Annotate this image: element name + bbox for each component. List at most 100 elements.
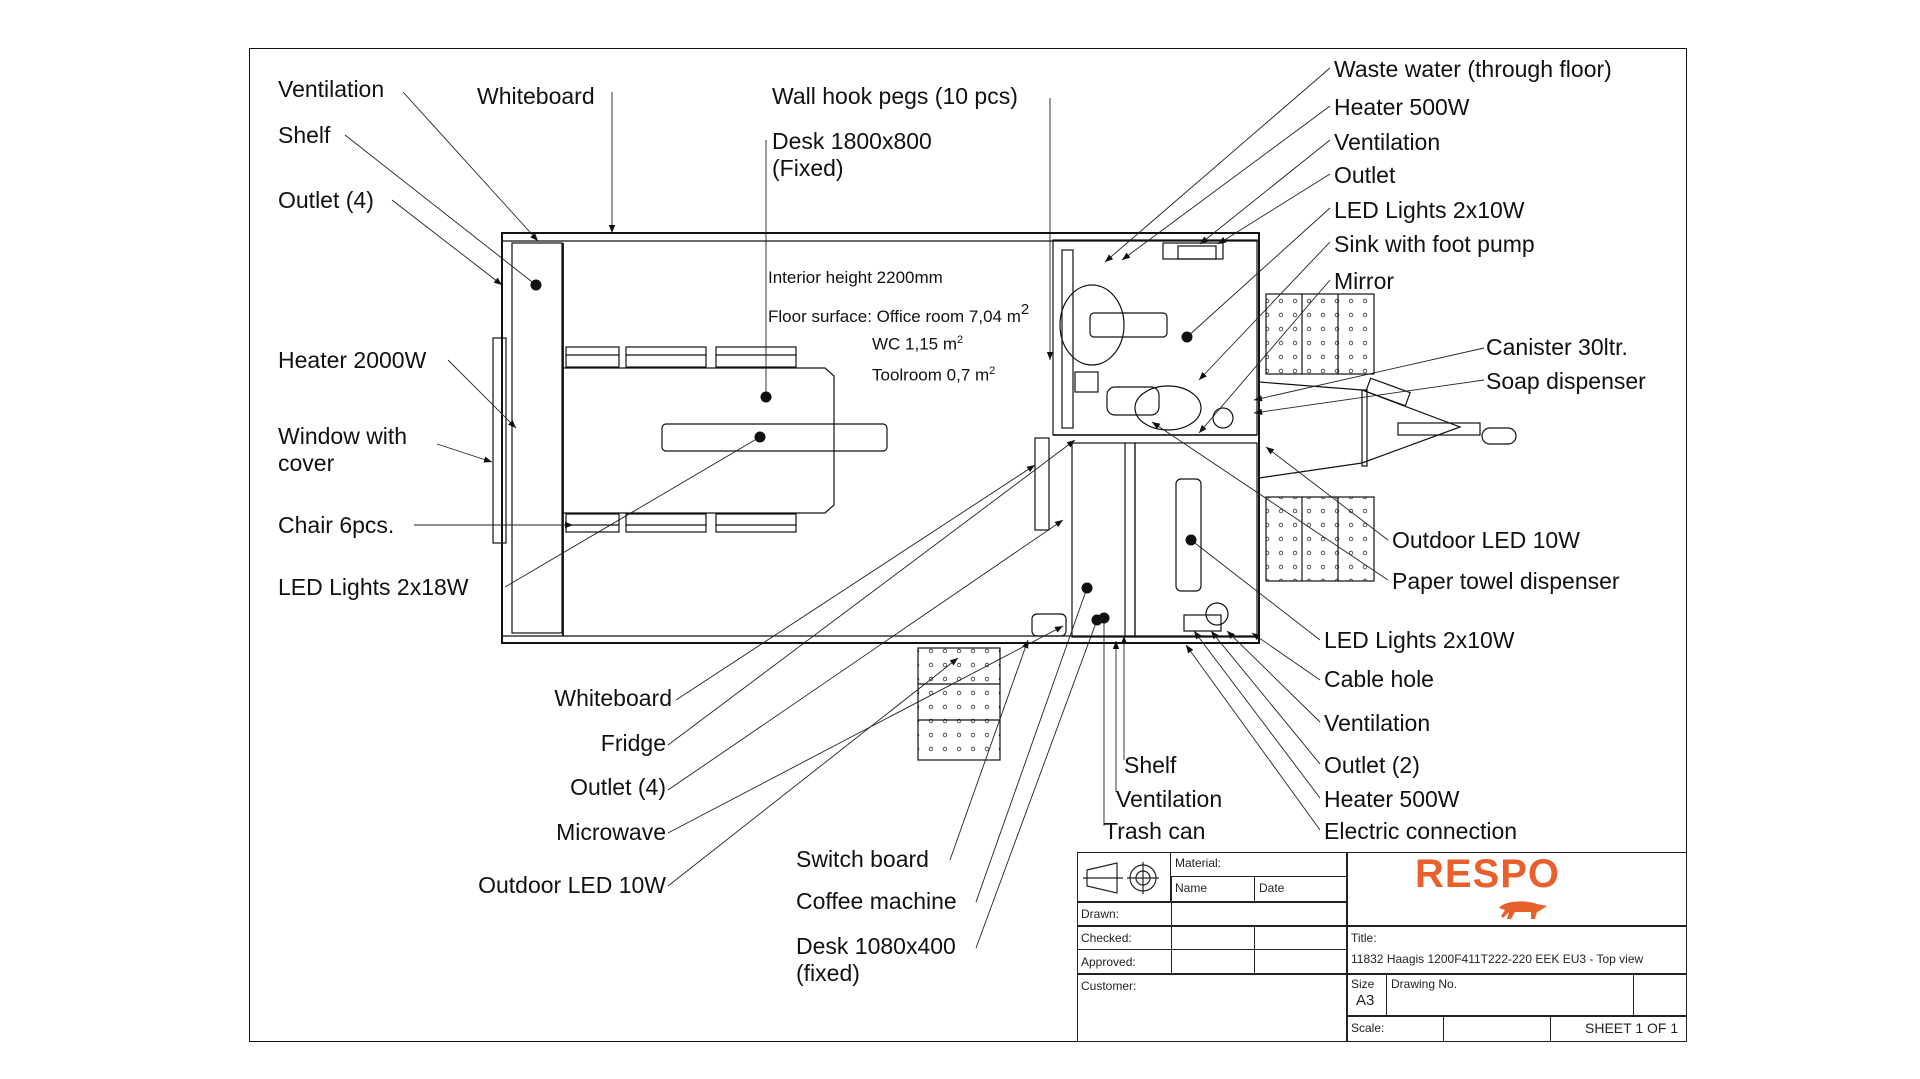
label-shelf-bottom: Shelf — [1124, 752, 1177, 778]
wc-sink — [1134, 385, 1202, 431]
led-light-bar — [661, 423, 888, 452]
material-label: Material: — [1175, 856, 1222, 870]
leader-line — [1185, 644, 1321, 831]
label-outlet-4-bottom: Outlet (4) — [570, 774, 666, 800]
label-sink-foot-pump: Sink with foot pump — [1334, 231, 1535, 257]
approved-label: Approved: — [1081, 955, 1136, 969]
label-wall-hook-pegs: Wall hook pegs (10 pcs) — [772, 83, 1018, 109]
leader-line — [1198, 279, 1331, 434]
leader-line — [975, 619, 1098, 949]
leader-line — [1151, 421, 1389, 581]
leader-line — [1104, 67, 1331, 263]
leader-dot — [754, 431, 766, 443]
note-floor-surface: Floor surface: Office room 7,04 m2 — [768, 300, 1029, 327]
label-outdoor-led-bottom: Outdoor LED 10W — [478, 872, 666, 898]
name-label: Name — [1175, 881, 1208, 895]
label-electric-connection: Electric connection — [1324, 818, 1518, 844]
size-label: Size — [1351, 977, 1375, 991]
leader-line — [667, 625, 1064, 834]
leader-line — [1217, 173, 1331, 245]
leader-dot — [760, 391, 772, 403]
leader-line — [667, 657, 959, 887]
hitch-coupling — [1481, 427, 1517, 445]
title-label: Title: — [1351, 931, 1377, 945]
note-floor-surface-text: Floor surface: Office room 7,04 m — [768, 307, 1021, 326]
label-ventilation-tool: Ventilation — [1324, 710, 1431, 736]
leader-line — [1253, 347, 1485, 402]
leader-dot — [1098, 612, 1110, 624]
drawbar — [1258, 381, 1462, 479]
drawing-no-label: Drawing No. — [1391, 977, 1458, 991]
label-heater-500w-bottom: Heater 500W — [1324, 786, 1460, 812]
label-shelf: Shelf — [278, 122, 331, 148]
leader-line — [436, 443, 493, 463]
label-cable-hole: Cable hole — [1324, 666, 1434, 692]
label-mirror: Mirror — [1334, 268, 1395, 294]
size-value: A3 — [1356, 992, 1375, 1009]
leader-line — [1198, 241, 1331, 381]
label-outlet-wc: Outlet — [1334, 162, 1396, 188]
respo-logo: RESPO — [1415, 852, 1561, 896]
label-trash-can: Trash can — [1104, 818, 1206, 844]
note-interior-height: Interior height 2200mm — [768, 268, 943, 287]
leader-line — [975, 587, 1088, 903]
drawing-frame — [249, 48, 1687, 1042]
label-heater-2000w: Heater 2000W — [278, 347, 427, 373]
date-label: Date — [1259, 881, 1285, 895]
note-wc: WC 1,15 m2 — [872, 330, 963, 355]
leader-line — [1193, 630, 1321, 799]
drawing-title: 11832 Haagis 1200F411T222-220 EEK EU3 - … — [1351, 952, 1644, 966]
label-outdoor-led-right: Outdoor LED 10W — [1392, 527, 1580, 553]
toolroom-light — [1175, 478, 1202, 592]
note-toolroom: Toolroom 0,7 m2 — [872, 361, 995, 386]
label-microwave: Microwave — [556, 819, 666, 845]
label-outlet-2: Outlet (2) — [1324, 752, 1420, 778]
leader-line — [667, 519, 1064, 791]
canister — [1365, 377, 1411, 407]
vent-tool — [1183, 614, 1222, 632]
customer-label: Customer: — [1081, 979, 1137, 993]
leader-line — [675, 464, 1036, 701]
title-block: Material: Name Date Drawn: Checked: Appr… — [1077, 852, 1687, 1042]
label-ventilation-wc: Ventilation — [1334, 129, 1441, 155]
leader-line — [1186, 207, 1331, 338]
leader-dot — [1081, 582, 1093, 594]
label-led-lights-2x10w-wc: LED Lights 2x10W — [1334, 197, 1525, 223]
bull-logo-icon — [1499, 901, 1547, 919]
leader-line — [1226, 630, 1321, 723]
leader-line — [1121, 105, 1331, 261]
label-chair-6pcs: Chair 6pcs. — [278, 512, 395, 538]
step-bottom — [917, 647, 1001, 761]
label-desk-1080x400: Desk 1080x400 (fixed) — [796, 933, 956, 986]
leader-line — [1251, 632, 1321, 681]
label-paper-towel-dispenser: Paper towel dispenser — [1392, 568, 1620, 594]
leader-dot — [530, 279, 542, 291]
leader-dot — [1185, 534, 1197, 546]
unit-sup: 2 — [989, 365, 996, 377]
label-soap-dispenser: Soap dispenser — [1486, 368, 1646, 394]
leader-line — [1265, 446, 1389, 541]
vent-wc — [1177, 245, 1217, 260]
drawn-label: Drawn: — [1081, 907, 1120, 921]
leader-line — [1190, 539, 1321, 641]
leader-line — [402, 91, 539, 242]
note-wc-text: WC 1,15 m — [872, 334, 958, 354]
leader-line — [1199, 139, 1331, 245]
label-whiteboard-bottom: Whiteboard — [554, 685, 672, 711]
leader-line — [949, 639, 1029, 861]
leader-line — [1253, 379, 1485, 416]
unit-sup: 2 — [1020, 301, 1030, 318]
office-desk — [562, 367, 835, 514]
label-window-with-cover: Window with cover — [278, 423, 408, 476]
step-right-top — [1265, 293, 1375, 375]
leader-line — [344, 134, 537, 286]
step-right-bottom — [1265, 496, 1375, 582]
wc-light — [1089, 312, 1168, 338]
sheet-number: SHEET 1 OF 1 — [1585, 1020, 1679, 1036]
label-heater-500w-top: Heater 500W — [1334, 94, 1470, 120]
label-canister-30ltr: Canister 30ltr. — [1486, 334, 1628, 360]
label-waste-water: Waste water (through floor) — [1334, 56, 1612, 82]
projection-symbol-icon — [1083, 862, 1159, 894]
checked-label: Checked: — [1081, 931, 1132, 945]
